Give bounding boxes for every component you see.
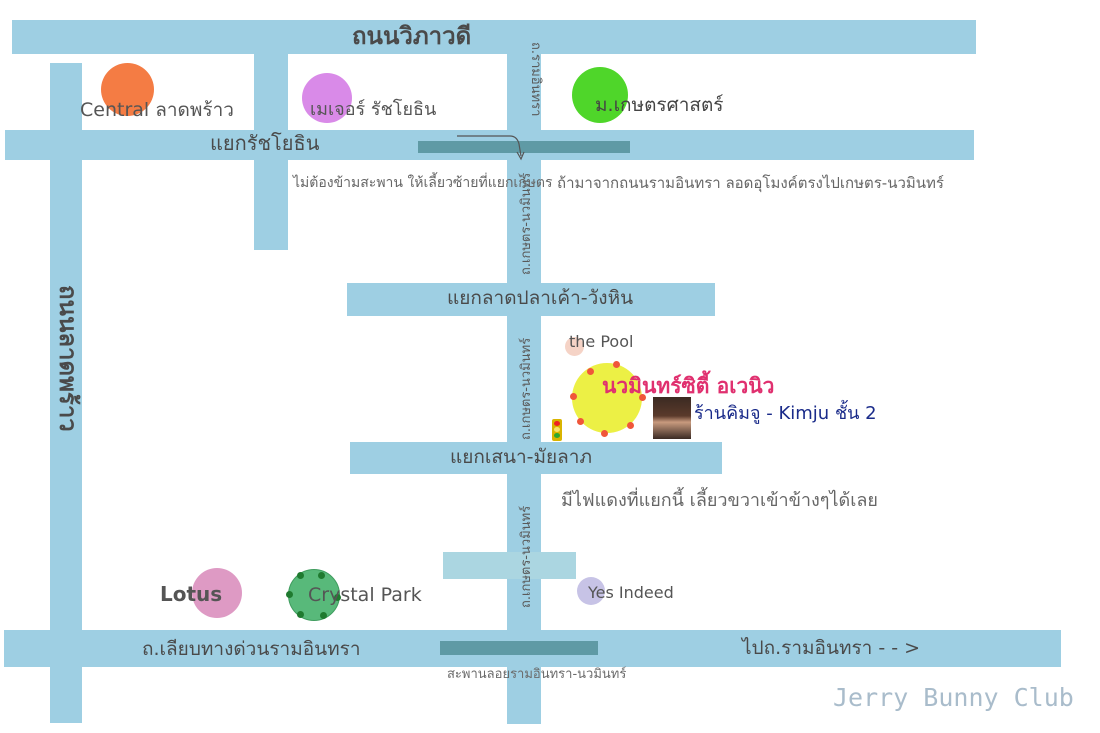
marker-central bbox=[101, 63, 154, 116]
label-expressway: ถ.เลียบทางด่วนรามอินทรา bbox=[142, 638, 361, 660]
label-nawamin-city: นวมินทร์ซิตี้ อเวนิว bbox=[602, 374, 775, 398]
label-lat-phrao: ถนนลาดพร้าว bbox=[54, 285, 82, 432]
road-kaset-nawamin bbox=[507, 50, 541, 724]
road-lat-phrao bbox=[50, 63, 82, 723]
note-no-bridge: ไม่ต้องข้ามสะพาน ให้เลี้ยวซ้ายที่แยกเกษต… bbox=[293, 175, 553, 191]
marker-dot bbox=[613, 361, 620, 368]
road-sena bbox=[350, 442, 722, 474]
traffic-light-icon bbox=[552, 419, 562, 441]
label-crystal-park: Crystal Park bbox=[308, 584, 422, 606]
label-major: เมเจอร์ รัชโยธิน bbox=[310, 99, 437, 120]
label-vibhavadi: ถนนวิภาวดี bbox=[352, 22, 472, 50]
label-kaset-nawamin-mid: ถ.เกษตร-นวมินทร์ bbox=[519, 337, 534, 440]
label-ku: ม.เกษตรศาสตร์ bbox=[595, 94, 724, 116]
label-kaset-nawamin-lower: ถ.เกษตร-นวมินทร์ bbox=[519, 505, 534, 608]
marker-yes-indeed bbox=[577, 577, 605, 605]
label-ratchayothin: แยกรัชโยธิน bbox=[210, 131, 320, 155]
road-short-segment bbox=[443, 552, 576, 579]
marker-crystal-park bbox=[288, 569, 340, 621]
label-kimju: ร้านคิมจู - Kimju ชั้น 2 bbox=[694, 403, 877, 424]
marker-lotus bbox=[192, 568, 242, 618]
marker-dot bbox=[297, 611, 304, 618]
road-side-vertical bbox=[254, 50, 288, 250]
label-yes-indeed: Yes Indeed bbox=[588, 583, 674, 602]
note-traffic-light: มีไฟแดงที่แยกนี้ เลี้ยวขวาเข้าข้างๆได้เล… bbox=[561, 490, 878, 511]
label-lat-pla-khao: แยกลาดปลาเค้า-วังหิน bbox=[447, 287, 634, 309]
marker-dot bbox=[297, 572, 304, 579]
marker-dot bbox=[601, 430, 608, 437]
label-to-ram-inthra: ไปถ.รามอินทรา - - > bbox=[742, 637, 921, 659]
label-lotus: Lotus bbox=[160, 582, 223, 606]
kimju-photo bbox=[653, 397, 691, 439]
marker-dot bbox=[320, 612, 327, 619]
arrow-icon bbox=[457, 135, 525, 161]
note-from-ram-inthra: ถ้ามาจากถนนรามอินทรา ลอดอุโมงค์ตรงไปเกษต… bbox=[557, 174, 944, 192]
overpass-ratchayothin bbox=[418, 141, 630, 153]
road-vibhavadi bbox=[12, 20, 976, 54]
label-sena: แยกเสนา-มัยลาภ bbox=[450, 446, 592, 468]
label-bridge: สะพานลอยรามอินทรา-นวมินทร์ bbox=[447, 667, 627, 682]
marker-the-pool bbox=[565, 337, 584, 356]
road-lat-pla-khao bbox=[347, 283, 715, 316]
marker-dot bbox=[570, 393, 577, 400]
label-the-pool: the Pool bbox=[569, 332, 634, 351]
marker-dot bbox=[627, 422, 634, 429]
marker-dot bbox=[639, 394, 646, 401]
marker-dot bbox=[334, 594, 341, 601]
marker-major bbox=[302, 73, 352, 123]
label-ratchayothin-side: ถ.รามอินทรา bbox=[528, 42, 543, 117]
label-central: Central ลาดพร้าว bbox=[80, 99, 234, 121]
marker-dot bbox=[318, 572, 325, 579]
marker-dot bbox=[587, 368, 594, 375]
overpass-ram-inthra bbox=[440, 641, 598, 655]
marker-dot bbox=[577, 418, 584, 425]
watermark: Jerry Bunny Club bbox=[833, 683, 1074, 712]
marker-ku bbox=[572, 67, 628, 123]
marker-dot bbox=[286, 591, 293, 598]
